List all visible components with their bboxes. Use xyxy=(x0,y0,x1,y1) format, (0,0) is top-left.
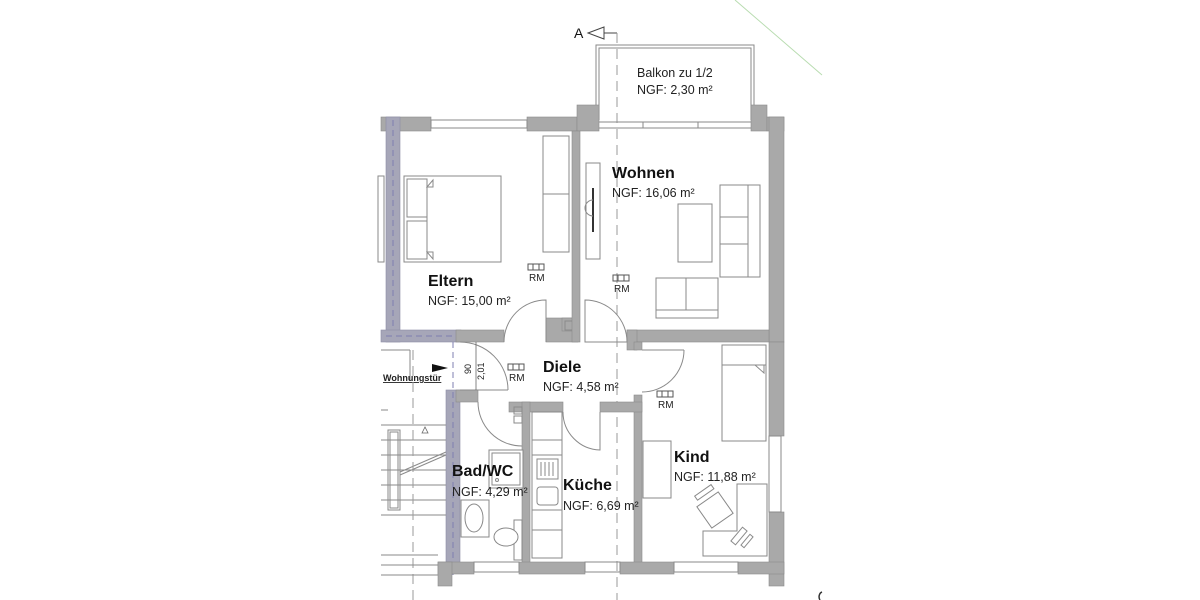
room-wohnen: Wohnen NGF: 16,06 m² xyxy=(612,165,695,200)
room-kind: Kind NGF: 11,88 m² xyxy=(674,449,756,484)
room-name-diele: Diele xyxy=(543,359,581,376)
rm-label: RM xyxy=(509,373,525,384)
balcony: Balkon zu 1/2 NGF: 2,30 m² xyxy=(595,44,755,129)
room-area-kueche: NGF: 6,69 m² xyxy=(563,499,639,513)
entrance-door-height: 2,01 xyxy=(476,362,486,380)
furniture-kind xyxy=(642,344,768,557)
section-marker: A xyxy=(574,25,618,600)
rm-label: RM xyxy=(529,273,545,284)
room-area-balkon: NGF: 2,30 m² xyxy=(637,83,713,97)
furniture-bad xyxy=(460,449,524,561)
doors xyxy=(459,299,685,451)
furniture-wohnen xyxy=(584,162,761,319)
room-kueche: Küche NGF: 6,69 m² xyxy=(563,477,639,513)
smoke-detector-wohnen: RM xyxy=(612,274,630,295)
window-eltern-left xyxy=(377,175,385,263)
guide-line xyxy=(734,0,823,76)
room-area-diele: NGF: 4,58 m² xyxy=(543,380,619,394)
room-diele: Diele NGF: 4,58 m² xyxy=(543,359,619,394)
room-bad: Bad/WC NGF: 4,29 m² xyxy=(452,463,528,499)
furniture-eltern xyxy=(403,135,570,263)
walls xyxy=(380,104,785,587)
room-name-kueche: Küche xyxy=(563,477,612,494)
staircase xyxy=(381,350,447,600)
room-area-eltern: NGF: 15,00 m² xyxy=(428,294,511,308)
section-arrow-icon xyxy=(586,26,605,40)
room-name-kind: Kind xyxy=(674,449,710,466)
section-marker-label: A xyxy=(574,25,584,41)
room-name-bad: Bad/WC xyxy=(452,463,514,480)
smoke-detector-eltern: RM xyxy=(527,263,545,284)
room-area-bad: NGF: 4,29 m² xyxy=(452,485,528,499)
entrance-marker: Wohnungstür 90 2,01 xyxy=(381,342,486,390)
edge-mark xyxy=(818,591,823,600)
rm-label: RM xyxy=(658,400,674,411)
room-name-wohnen: Wohnen xyxy=(612,165,675,182)
room-name-eltern: Eltern xyxy=(428,273,473,290)
room-area-kind: NGF: 11,88 m² xyxy=(674,470,756,484)
smoke-detector-kind: RM xyxy=(656,390,674,411)
rm-label: RM xyxy=(614,284,630,295)
room-eltern: Eltern NGF: 15,00 m² xyxy=(428,273,511,308)
entrance-door-width: 90 xyxy=(463,364,473,374)
entrance-label: Wohnungstür xyxy=(383,373,442,383)
furniture-kueche xyxy=(531,411,563,559)
room-name-balkon: Balkon zu 1/2 xyxy=(637,66,713,80)
entrance-arrow-icon xyxy=(432,364,448,372)
smoke-detector-diele: RM xyxy=(507,363,525,384)
room-area-wohnen: NGF: 16,06 m² xyxy=(612,186,695,200)
